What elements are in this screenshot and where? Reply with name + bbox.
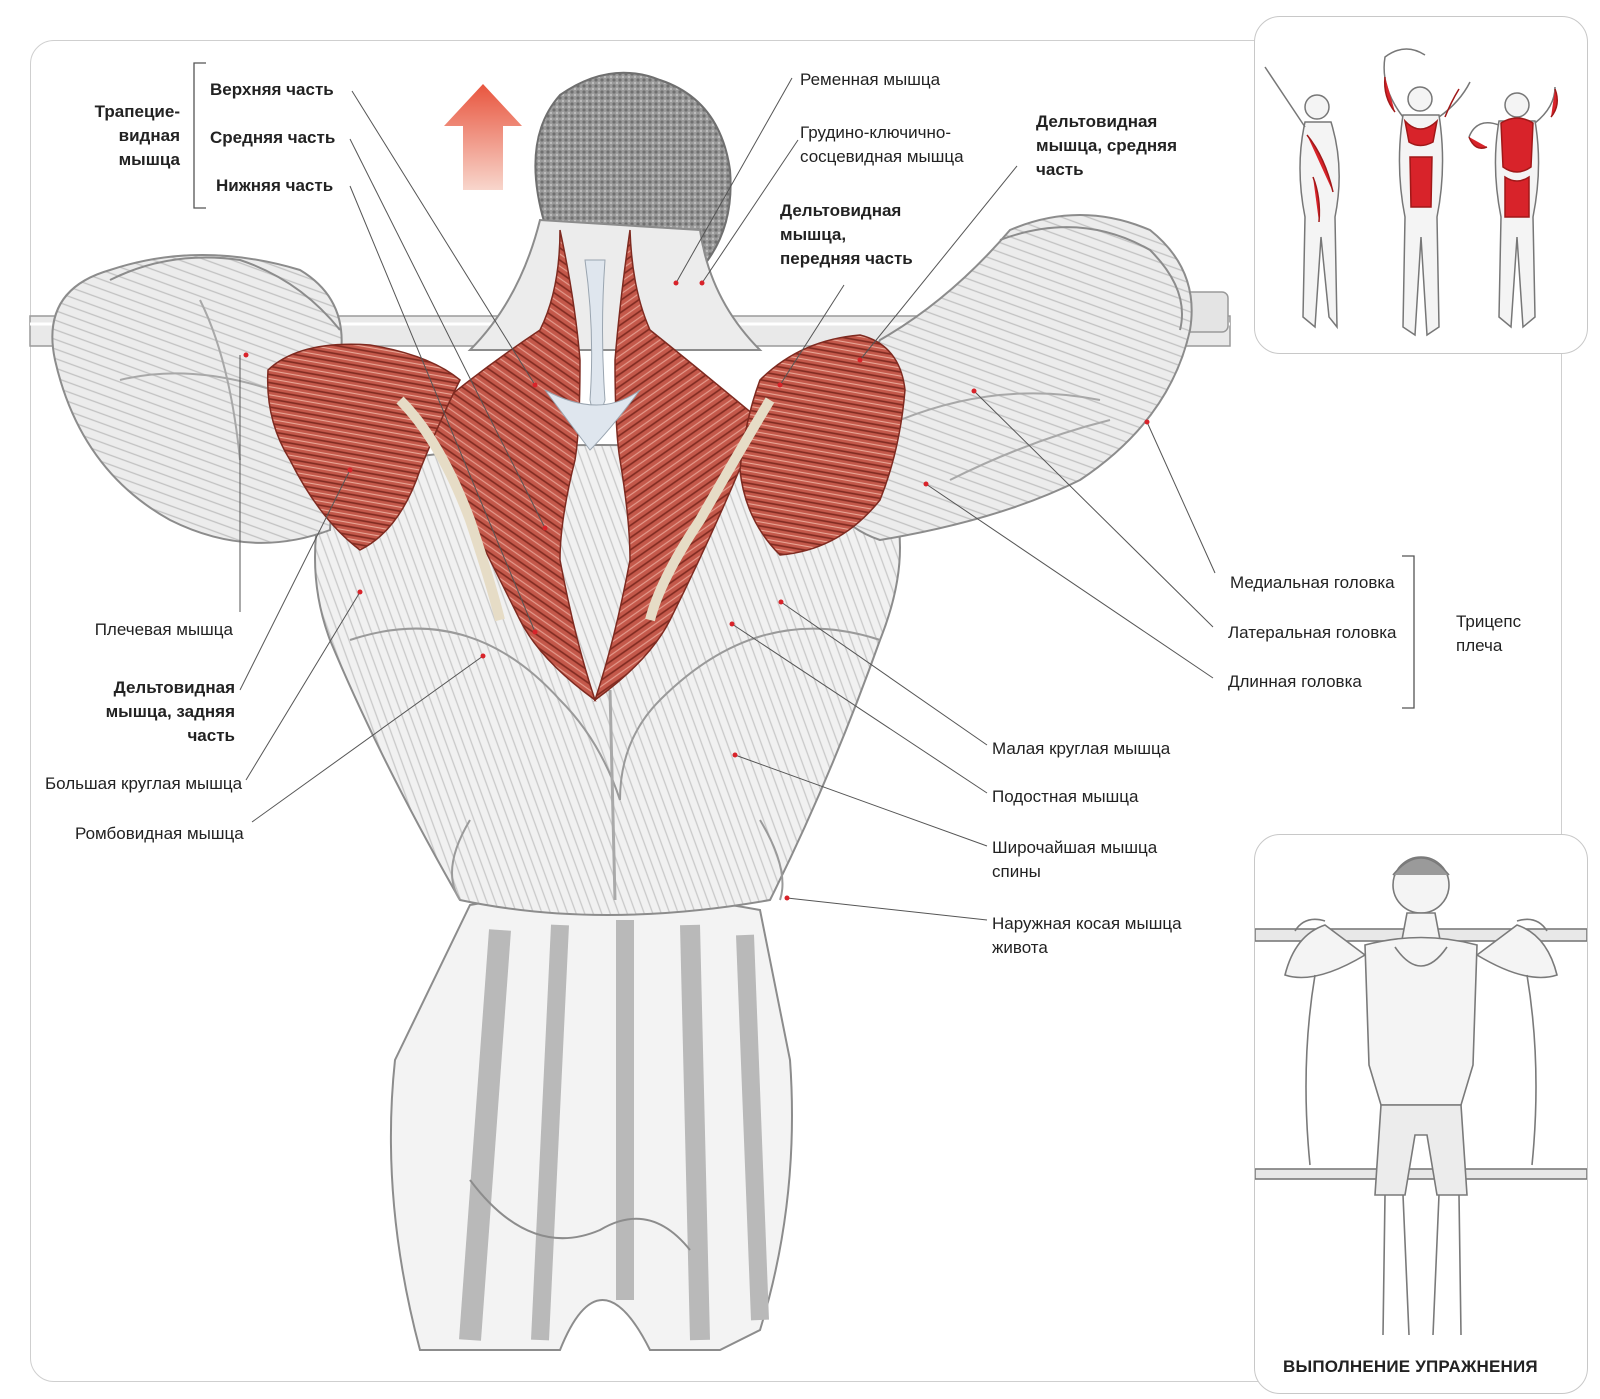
label-rhomboid: Ромбовидная мышца: [75, 824, 244, 843]
label-teres-major: Большая круглая мышца: [45, 774, 243, 793]
leader-dots: [243, 280, 1150, 901]
label-trapezius-upper: Верхняя часть: [210, 80, 334, 99]
exercise-figure: [1254, 856, 1588, 1336]
label-splenius: Ременная мышца: [800, 70, 941, 89]
label-triceps-long: Длинная головка: [1228, 672, 1362, 691]
label-teres-minor: Малая круглая мышца: [992, 739, 1171, 758]
exercise-inset: ВЫПОЛНЕНИЕ УПРАЖНЕНИЯ: [1254, 834, 1588, 1394]
diagram-frame: [30, 40, 1562, 1382]
figure-back-view: [1468, 86, 1558, 329]
label-triceps-group: Трицепс плеча: [1456, 612, 1522, 655]
label-trapezius-lower: Нижняя часть: [216, 176, 334, 195]
label-infraspinatus: Подостная мышца: [992, 787, 1139, 806]
leader-lines: [239, 77, 1216, 921]
label-deltoid-middle: Дельтовидная мышца, средняя часть: [1036, 112, 1178, 179]
label-latissimus: Широчайшая мышца спины: [992, 838, 1158, 881]
left-arm: [51, 254, 343, 544]
right-scapula: [645, 397, 775, 622]
label-trapezius-group: Трапецие- видная мышца: [94, 102, 180, 169]
head: [467, 71, 763, 351]
full-body-figures: [1264, 48, 1558, 337]
label-triceps-lateral: Латеральная головка: [1228, 623, 1397, 642]
label-trapezius-middle: Средняя часть: [210, 128, 336, 147]
right-deltoid-muscle: [739, 334, 906, 556]
label-brachialis: Плечевая мышца: [94, 620, 233, 639]
figure-front-view: [1383, 48, 1471, 337]
right-arm: [818, 214, 1193, 542]
triceps-bracket: [1402, 555, 1415, 709]
trapezius-muscle: [419, 229, 761, 702]
figure-side-view: [1264, 66, 1340, 330]
label-sternocleidomastoid: Грудино-ключично- сосцевидная мышца: [800, 123, 964, 166]
shorts: [389, 892, 793, 1351]
left-deltoid-muscle: [266, 343, 461, 551]
trapezius-bracket: [193, 62, 206, 209]
muscle-map-inset: [1254, 16, 1588, 354]
label-external-oblique: Наружная косая мышца живота: [992, 914, 1182, 957]
exercise-caption: ВЫПОЛНЕНИЕ УПРАЖНЕНИЯ: [1283, 1357, 1538, 1376]
left-scapula: [396, 396, 505, 622]
label-deltoid-front: Дельтовидная мышца, передняя часть: [780, 201, 913, 268]
upward-arrow-icon: [444, 84, 522, 190]
label-triceps-medial: Медиальная головка: [1230, 573, 1395, 592]
label-deltoid-rear: Дельтовидная мышца, задняя часть: [105, 678, 235, 745]
